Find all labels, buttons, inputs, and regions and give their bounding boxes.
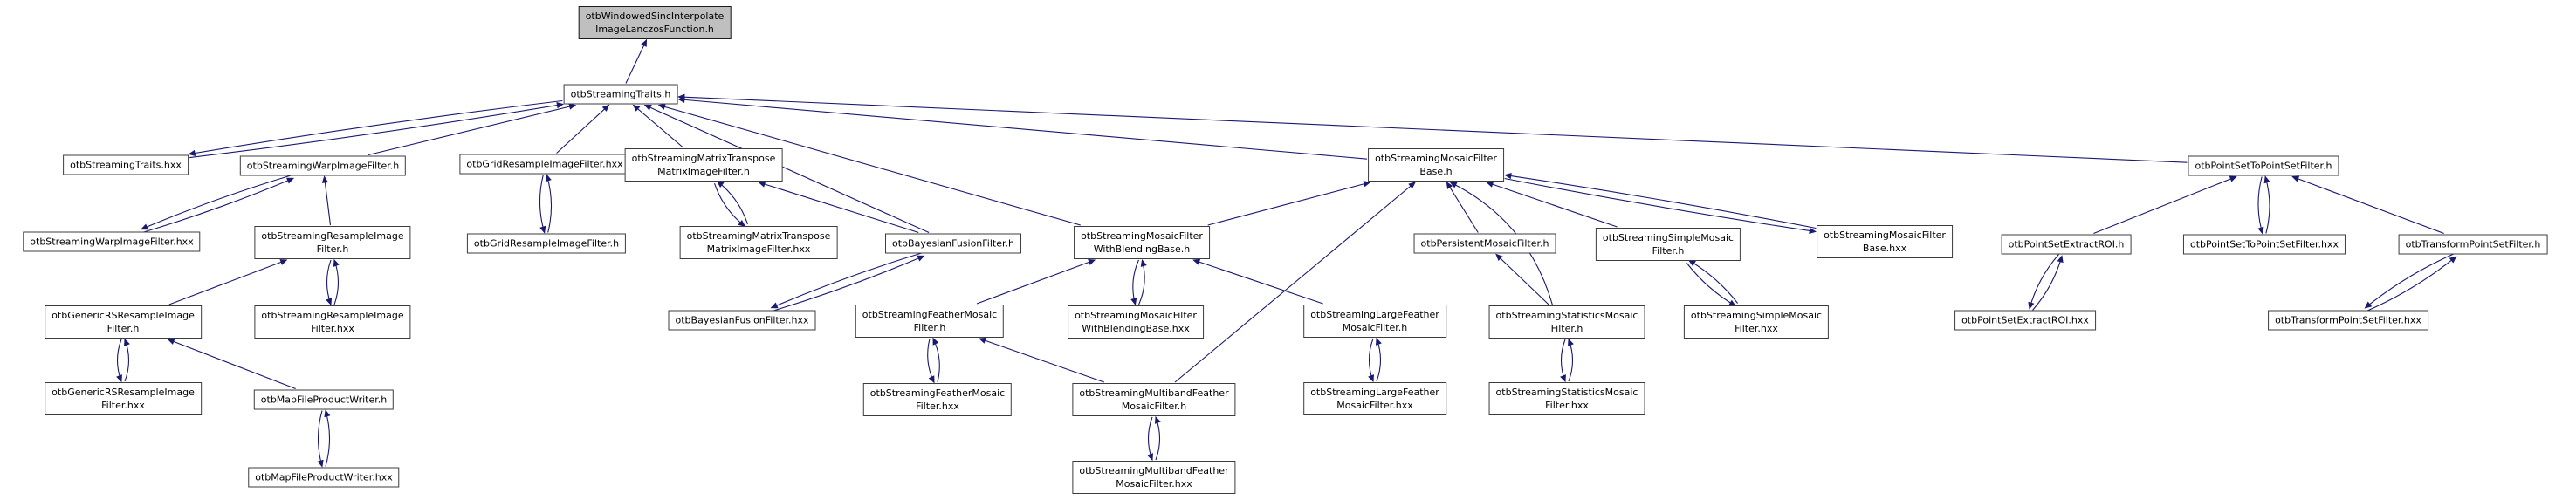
graph-edge-gridResample_h-to-gridResample_hxx (545, 174, 553, 233)
graph-node-otbPointSetToPointSetFilter.h[interactable]: otbPointSetToPointSetFilter.h (2188, 155, 2339, 176)
graph-edge-matrixTranspose_hxx-to-matrixTranspose_h (716, 181, 748, 225)
graph-node-otbGenericRSResampleImageFilter.h[interactable]: otbGenericRSResampleImage Filter.h (45, 305, 202, 339)
graph-node-otbStreamingTraits.h[interactable]: otbStreamingTraits.h (563, 84, 678, 105)
graph-edge-largeFeather_hxx-to-largeFeather_h (1376, 337, 1382, 382)
graph-edge-bayesianFusion_h-to-streamingTraits_h (643, 104, 930, 234)
graph-node-otbPointSetExtractROI.h[interactable]: otbPointSetExtractROI.h (2001, 234, 2132, 255)
graph-edge-pointSetExtract_hxx-to-pointSetExtract_h (2032, 255, 2064, 311)
graph-edge-largeFeather_h-to-withBlendingBase_h (1192, 258, 1323, 305)
graph-node-otbStreamingFeatherMosaicFilter.hxx[interactable]: otbStreamingFeatherMosaic Filter.hxx (862, 383, 1013, 416)
graph-edge-pointSetExtract_h-to-pointSetToPointSet_h (2093, 175, 2237, 235)
graph-edge-matrixTranspose_h-to-matrixTranspose_hxx (714, 182, 746, 227)
graph-edge-withBlendingBase_h-to-withBlendingBase_hxx (1130, 259, 1139, 306)
graph-node-otbStreamingWarpImageFilter.hxx[interactable]: otbStreamingWarpImageFilter.hxx (23, 231, 201, 252)
graph-node-otbPersistentMosaicFilter.h[interactable]: otbPersistentMosaicFilter.h (1413, 233, 1556, 254)
graph-edge-genericRS_hxx-to-genericRS_h (124, 338, 130, 382)
graph-edge-streamingTraits_h-to-windowedSinc_h (625, 38, 648, 84)
graph-edge-matrixTranspose_h-to-streamingTraits_h (632, 104, 683, 148)
graph-node-otbStreamingSimpleMosaicFilter.h[interactable]: otbStreamingSimpleMosaic Filter.h (1595, 228, 1741, 261)
graph-node-otbMapFileProductWriter.hxx[interactable]: otbMapFileProductWriter.hxx (248, 467, 400, 488)
graph-edge-mosaicBase_h-to-mosaicBase_hxx (1504, 177, 1817, 235)
graph-edge-warp_h-to-warp_hxx (140, 175, 292, 230)
graph-edge-statisticsMosaic_h-to-persistentMosaic_h (1495, 253, 1549, 305)
graph-node-otbTransformPointSetFilter.hxx[interactable]: otbTransformPointSetFilter.hxx (2268, 310, 2428, 331)
graph-edge-bayesianFusion_h-to-matrixTranspose_h (758, 181, 919, 234)
graph-edge-multibandFeather_h-to-feather_h (978, 337, 1105, 383)
graph-edge-transformPointSet_h-to-transformPointSet_hxx (2364, 253, 2455, 309)
graph-node-otbBayesianFusionFilter.h[interactable]: otbBayesianFusionFilter.h (885, 233, 1021, 254)
graph-node-otbStreamingTraits.hxx[interactable]: otbStreamingTraits.hxx (63, 154, 189, 175)
graph-edge-mosaicBase_h-to-streamingTraits_h (677, 96, 1368, 160)
graph-edge-withBlendingBase_h-to-streamingTraits_h (657, 103, 1081, 226)
graph-edge-simpleMosaic_h-to-simpleMosaic_hxx (1686, 263, 1737, 307)
graph-edge-streamingResample_hxx-to-streamingResample_h (333, 258, 340, 305)
graph-node-otbStreamingMatrixTransposeMatrixImageFilter.hxx[interactable]: otbStreamingMatrixTranspose MatrixImageF… (679, 226, 838, 259)
graph-edge-pointSetToPointSet_hxx-to-pointSetToPointSet_h (2263, 175, 2270, 234)
graph-edge-streamingTraits_hxx-to-streamingTraits_h (189, 102, 565, 159)
graph-edge-feather_h-to-withBlendingBase_h (976, 259, 1096, 305)
graph-edge-feather_h-to-feather_hxx (927, 339, 935, 384)
graph-edge-genericRS_h-to-genericRS_hxx (116, 339, 122, 383)
graph-node-otbStreamingResampleImageFilter.hxx[interactable]: otbStreamingResampleImage Filter.hxx (254, 305, 411, 339)
graph-node-otbStreamingMosaicFilterBase.hxx[interactable]: otbStreamingMosaicFilter Base.hxx (1817, 225, 1953, 258)
graph-node-otbStreamingStatisticsMosaicFilter.hxx[interactable]: otbStreamingStatisticsMosaic Filter.hxx (1488, 382, 1645, 415)
graph-edge-transformPointSet_hxx-to-transformPointSet_h (2366, 256, 2457, 312)
graph-edge-warp_h-to-streamingTraits_h (368, 103, 577, 156)
graph-node-otbStreamingSimpleMosaicFilter.hxx[interactable]: otbStreamingSimpleMosaic Filter.hxx (1683, 305, 1830, 339)
graph-edge-gridResample_hxx-to-streamingTraits_h (556, 104, 610, 154)
graph-edge-multibandFeather_h-to-multibandFeather_hxx (1147, 416, 1153, 462)
graph-edge-largeFeather_h-to-largeFeather_hxx (1368, 338, 1374, 383)
graph-node-otbStreamingMosaicFilterWithBlendingBase.h[interactable]: otbStreamingMosaicFilter WithBlendingBas… (1074, 226, 1210, 259)
graph-node-otbWindowedSincInterpolateImageLanczosFunction.h[interactable]: otbWindowedSincInterpolate ImageLanczosF… (578, 6, 732, 39)
graph-node-otbGridResampleImageFilter.hxx[interactable]: otbGridResampleImageFilter.hxx (459, 154, 630, 175)
graph-edge-mapFile_h-to-genericRS_h (167, 339, 296, 390)
graph-edge-gridResample_hxx-to-gridResample_h (539, 175, 546, 234)
graph-node-otbTransformPointSetFilter.h[interactable]: otbTransformPointSetFilter.h (2398, 234, 2548, 255)
graph-edge-withBlendingBase_hxx-to-withBlendingBase_h (1138, 258, 1147, 305)
graph-edge-withBlendingBase_h-to-mosaicBase_h (1207, 181, 1371, 226)
graph-node-otbStreamingMultibandFeatherMosaicFilter.hxx[interactable]: otbStreamingMultibandFeather MosaicFilte… (1072, 461, 1236, 494)
graph-edge-persistentMosaic_h-to-mosaicBase_h (1446, 181, 1479, 233)
graph-node-otbStreamingWarpImageFilter.h[interactable]: otbStreamingWarpImageFilter.h (239, 155, 407, 176)
graph-node-otbStreamingLargeFeatherMosaicFilter.hxx[interactable]: otbStreamingLargeFeather MosaicFilter.hx… (1303, 382, 1446, 415)
graph-edge-streamingResample_h-to-streamingResample_hxx (326, 259, 333, 306)
graph-node-otbStreamingMatrixTransposeMatrixImageFilter.h[interactable]: otbStreamingMatrixTranspose MatrixImageF… (624, 148, 783, 182)
graph-node-otbGenericRSResampleImageFilter.hxx[interactable]: otbGenericRSResampleImage Filter.hxx (45, 382, 202, 415)
graph-edge-streamingResample_h-to-warp_h (321, 175, 332, 226)
graph-node-otbBayesianFusionFilter.hxx[interactable]: otbBayesianFusionFilter.hxx (668, 310, 816, 331)
graph-node-otbStreamingMosaicFilterWithBlendingBase.hxx[interactable]: otbStreamingMosaicFilter WithBlendingBas… (1068, 305, 1204, 339)
graph-edge-mapFile_hxx-to-mapFile_h (324, 409, 331, 467)
graph-edge-bayesianFusion_hxx-to-bayesianFusion_h (772, 255, 925, 312)
graph-node-otbPointSetToPointSetFilter.hxx[interactable]: otbPointSetToPointSetFilter.hxx (2182, 234, 2346, 255)
graph-node-otbStreamingStatisticsMosaicFilter.h[interactable]: otbStreamingStatisticsMosaic Filter.h (1488, 305, 1645, 339)
graph-edge-bayesianFusion_h-to-bayesianFusion_hxx (770, 252, 924, 309)
graph-node-otbGridResampleImageFilter.h[interactable]: otbGridResampleImageFilter.h (466, 233, 627, 254)
graph-edge-warp_hxx-to-warp_h (142, 177, 295, 233)
graph-edge-statisticsMosaic_h-to-statisticsMosaic_hxx (1560, 339, 1566, 383)
graph-node-otbStreamingMultibandFeatherMosaicFilter.h[interactable]: otbStreamingMultibandFeather MosaicFilte… (1072, 383, 1236, 416)
graph-edge-multibandFeather_hxx-to-multibandFeather_h (1155, 415, 1161, 461)
graph-edge-statisticsMosaic_hxx-to-statisticsMosaic_h (1568, 338, 1574, 382)
graph-edge-feather_hxx-to-feather_h (932, 337, 940, 382)
graph-edge-mosaicBase_hxx-to-mosaicBase_h (1504, 172, 1817, 229)
graph-node-otbStreamingLargeFeatherMosaicFilter.h[interactable]: otbStreamingLargeFeather MosaicFilter.h (1303, 305, 1446, 338)
graph-node-otbStreamingMosaicFilterBase.h[interactable]: otbStreamingMosaicFilter Base.h (1368, 148, 1504, 182)
graph-node-otbStreamingResampleImageFilter.h[interactable]: otbStreamingResampleImage Filter.h (254, 226, 411, 259)
graph-node-otbMapFileProductWriter.h[interactable]: otbMapFileProductWriter.h (253, 389, 395, 410)
graph-edge-statisticsMosaic_h-to-mosaicBase_h (1449, 182, 1553, 305)
graph-edge-simpleMosaic_hxx-to-simpleMosaic_h (1687, 259, 1739, 304)
graph-edge-genericRS_h-to-streamingResample_h (168, 259, 288, 305)
graph-node-otbPointSetExtractROI.hxx[interactable]: otbPointSetExtractROI.hxx (1954, 310, 2096, 331)
graph-edge-pointSetToPointSet_h-to-streamingTraits_h (677, 93, 2188, 163)
graph-edge-pointSetExtract_h-to-pointSetExtract_hxx (2028, 254, 2059, 310)
graph-edge-simpleMosaic_h-to-mosaicBase_h (1486, 181, 1618, 228)
graph-edge-streamingTraits_h-to-streamingTraits_hxx (188, 99, 563, 157)
graph-edge-multibandFeather_h-to-mosaicBase_h (1174, 182, 1416, 383)
graph-edge-pointSetToPointSet_h-to-pointSetToPointSet_hxx (2257, 176, 2264, 235)
graph-edge-transformPointSet_h-to-pointSetToPointSet_h (2291, 175, 2444, 235)
graph-node-otbStreamingFeatherMosaicFilter.h[interactable]: otbStreamingFeatherMosaic Filter.h (855, 305, 1005, 338)
graph-edge-mapFile_h-to-mapFile_hxx (317, 410, 324, 468)
